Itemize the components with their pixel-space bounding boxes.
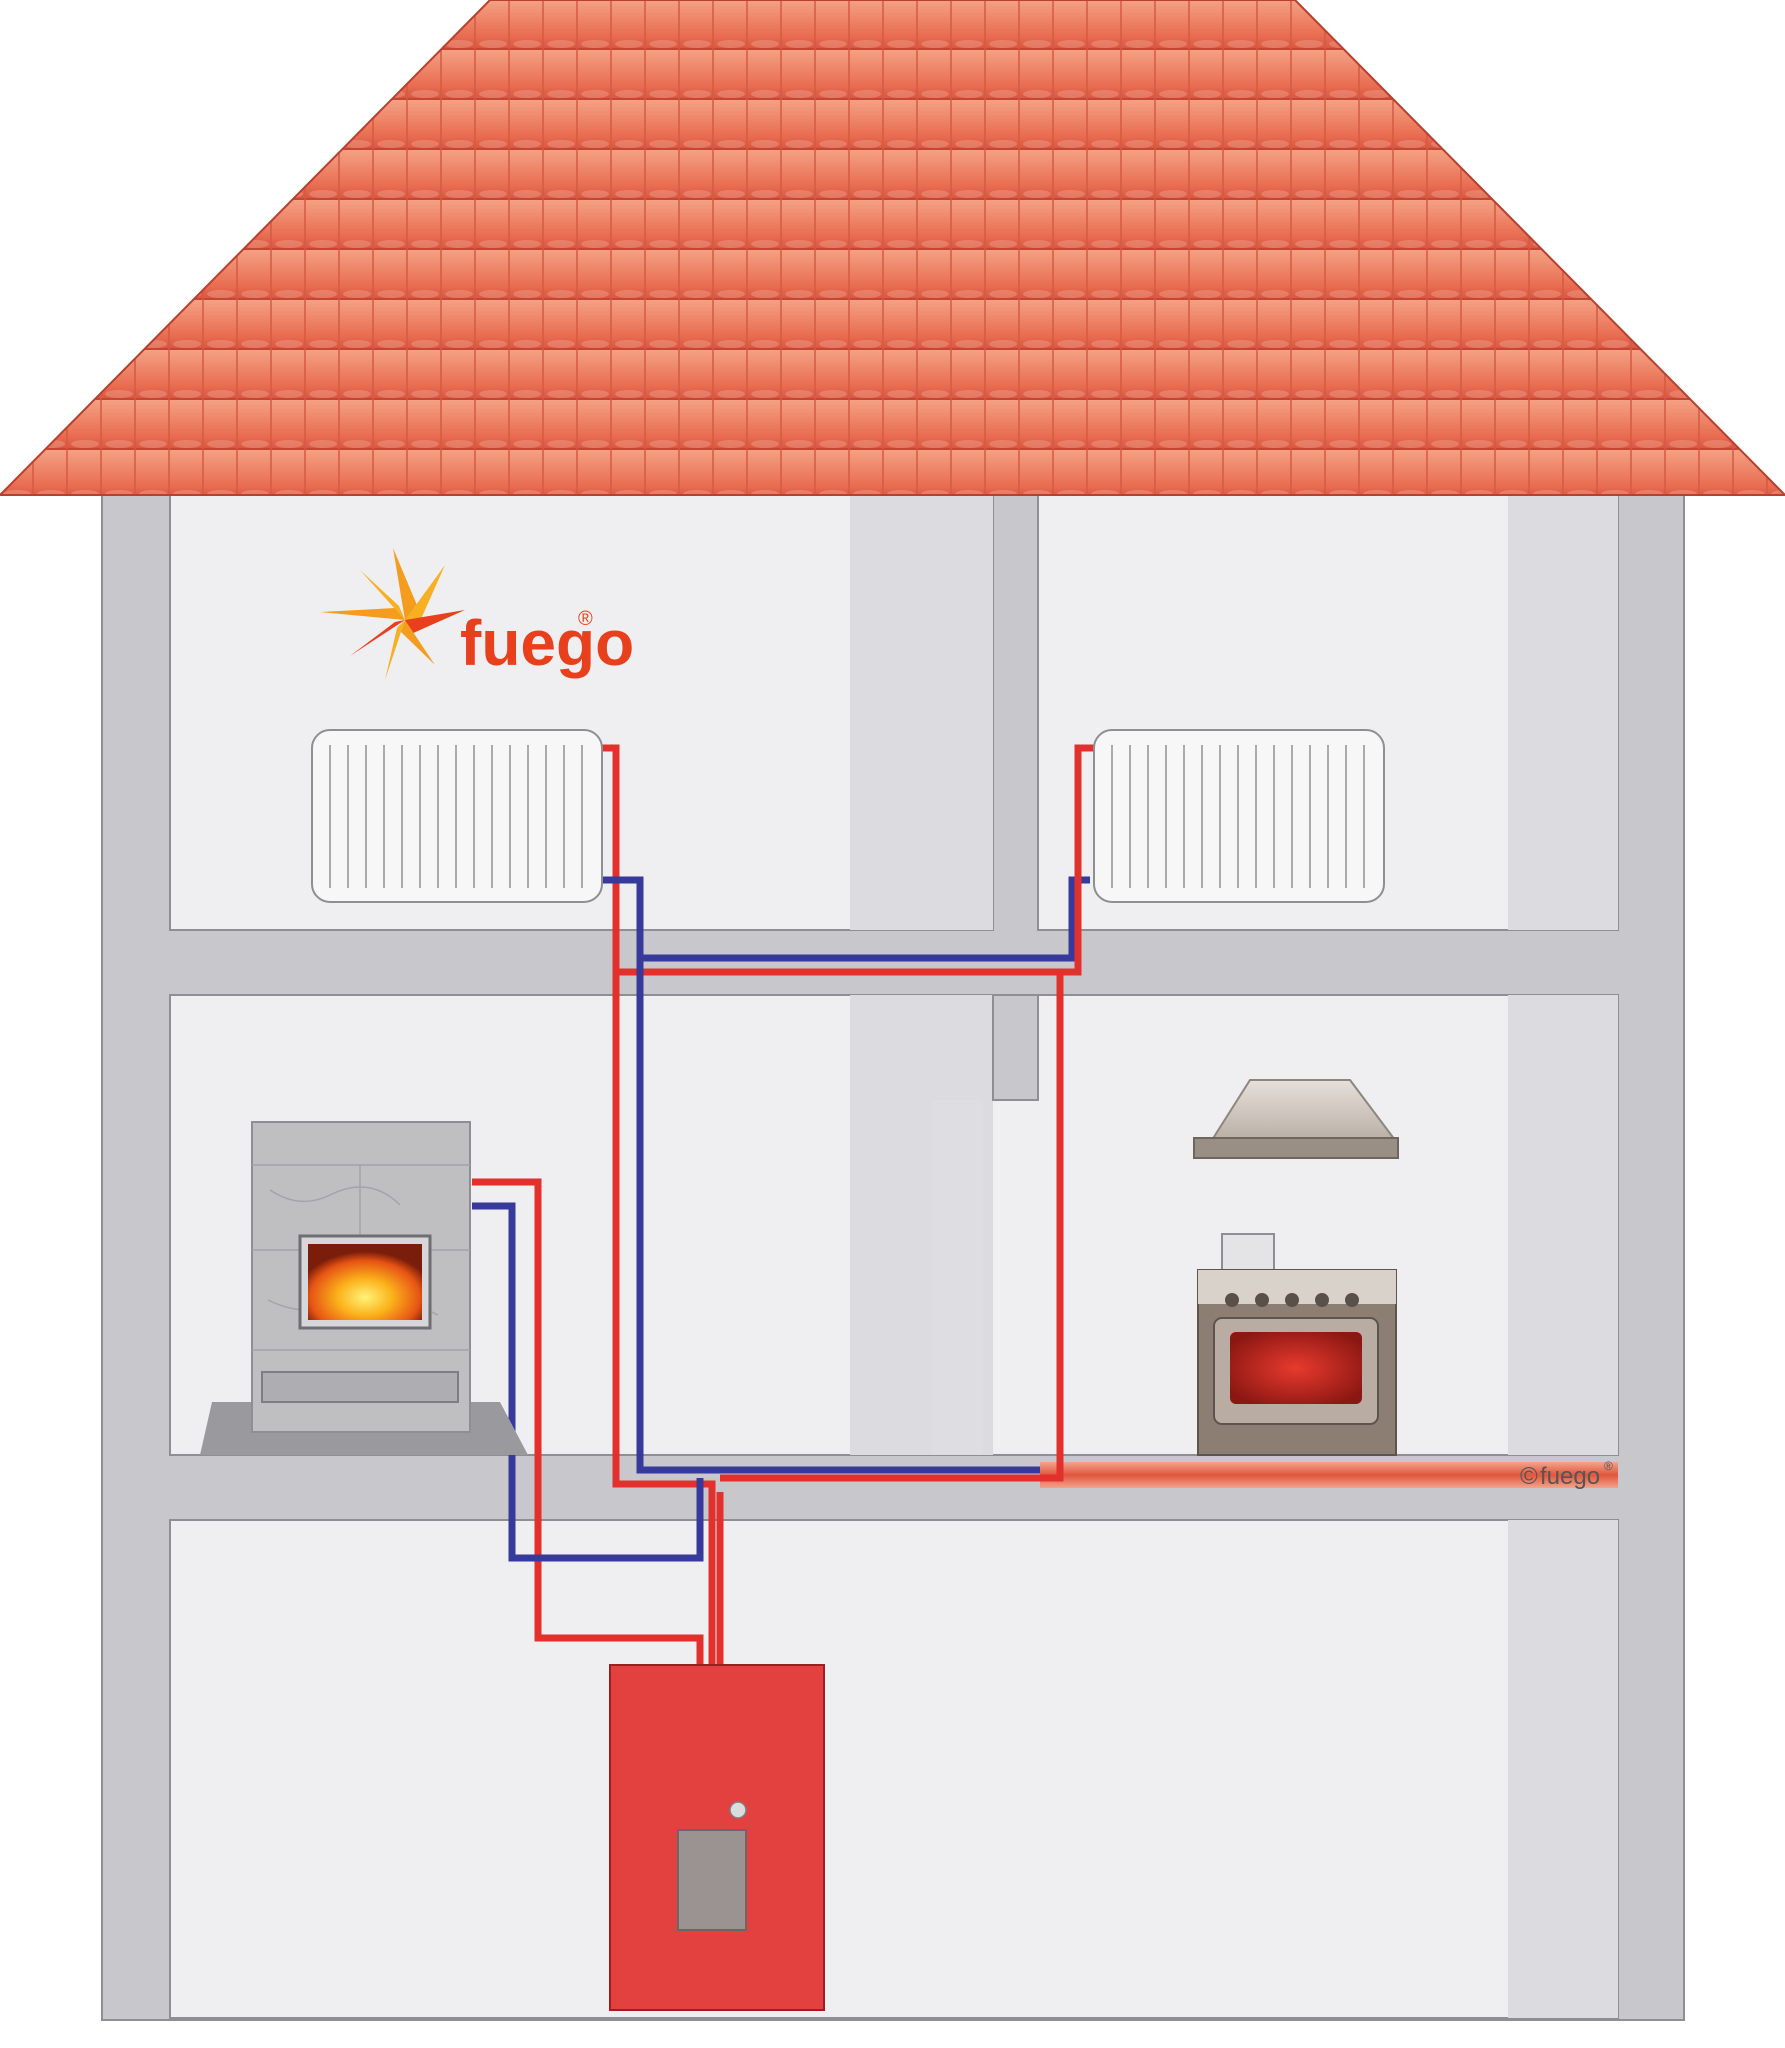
heating-pipes — [472, 744, 1095, 1794]
fuego-logo: fuego ® — [320, 548, 634, 680]
hot-pipe-radiator-right — [1060, 744, 1095, 976]
brand-name: fuego — [460, 607, 634, 679]
cold-pipe-main-riser — [636, 958, 1040, 1474]
radiator-left — [311, 729, 603, 903]
room-top-left-shade — [850, 495, 993, 930]
stone-fireplace — [200, 1121, 528, 1455]
kitchen-stove — [1197, 1233, 1397, 1456]
hot-pipe-radiator-left — [600, 744, 1064, 1482]
copyright-symbol: © — [1520, 1463, 1538, 1490]
copyright-name: fuego — [1540, 1463, 1600, 1490]
chimney-column — [932, 1100, 982, 1455]
sun-icon — [320, 548, 465, 680]
interior-wall-stub — [992, 994, 1039, 1101]
radiator-right — [1093, 729, 1385, 903]
boiler-gauge — [729, 1801, 747, 1819]
range-hood — [1193, 1079, 1399, 1159]
floor-heating-pipe — [1040, 1462, 1618, 1488]
cold-pipe-fireplace — [472, 1202, 704, 1562]
brand-registered-mark: ® — [578, 608, 593, 630]
hot-pipe-fireplace — [472, 1178, 704, 1680]
room-basement — [169, 1519, 1619, 2019]
boiler-control-panel — [677, 1829, 747, 1931]
copyright-registered-mark: ® — [1604, 1459, 1613, 1473]
room-top-right-shade — [1508, 495, 1618, 930]
copyright-label: © fuego ® — [1520, 1459, 1613, 1490]
fireplace-ash-drawer — [261, 1371, 459, 1403]
oven-window — [1230, 1332, 1362, 1404]
cooking-pot — [1221, 1233, 1275, 1271]
boiler-tank — [609, 1664, 825, 2011]
room-basement-shade — [1508, 1520, 1618, 2018]
room-middle-shade-2 — [1508, 995, 1618, 1455]
roof — [0, 0, 1785, 496]
